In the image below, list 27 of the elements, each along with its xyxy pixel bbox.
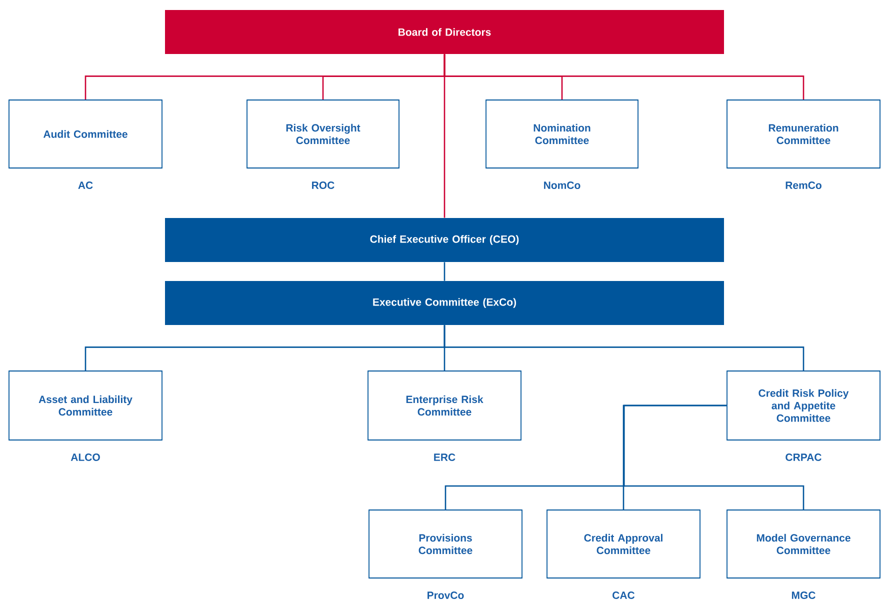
- committee-box: Audit Committee: [8, 100, 162, 168]
- committee-box: Provisions Committee: [368, 510, 522, 578]
- abbreviation-label: NomCo: [544, 182, 580, 189]
- committee-box: Remuneration Committee: [726, 100, 880, 168]
- board-bar: Board of Directors: [165, 10, 724, 54]
- connector-line: [444, 54, 446, 218]
- abbreviation-label: MGC: [792, 592, 816, 599]
- connector-line: [623, 404, 804, 510]
- connector-line: [444, 262, 446, 281]
- committee-box: Model Governance Committee: [726, 510, 880, 578]
- executive-bar: Executive Committee (ExCo): [165, 281, 724, 325]
- committee-box: Credit Approval Committee: [546, 510, 700, 578]
- executive-bar: Chief Executive Officer (CEO): [165, 218, 724, 262]
- abbreviation-label: CAC: [612, 592, 635, 599]
- abbreviation-label: AC: [78, 182, 93, 189]
- abbreviation-label: RemCo: [786, 182, 822, 189]
- committee-box: Asset and Liability Committee: [8, 370, 162, 440]
- committee-box: Nomination Committee: [486, 100, 638, 168]
- abbreviation-label: ROC: [312, 182, 334, 189]
- connector-line: [444, 325, 804, 371]
- committee-box: Credit Risk Policy and Appetite Committee: [726, 370, 880, 440]
- committee-box: Enterprise Risk Committee: [368, 370, 522, 440]
- committee-box: Risk Oversight Committee: [246, 100, 400, 168]
- abbreviation-label: CRPAC: [786, 454, 822, 461]
- abbreviation-label: ERC: [434, 454, 456, 461]
- abbreviation-label: ALCO: [70, 454, 100, 461]
- abbreviation-label: ProvCo: [428, 592, 464, 599]
